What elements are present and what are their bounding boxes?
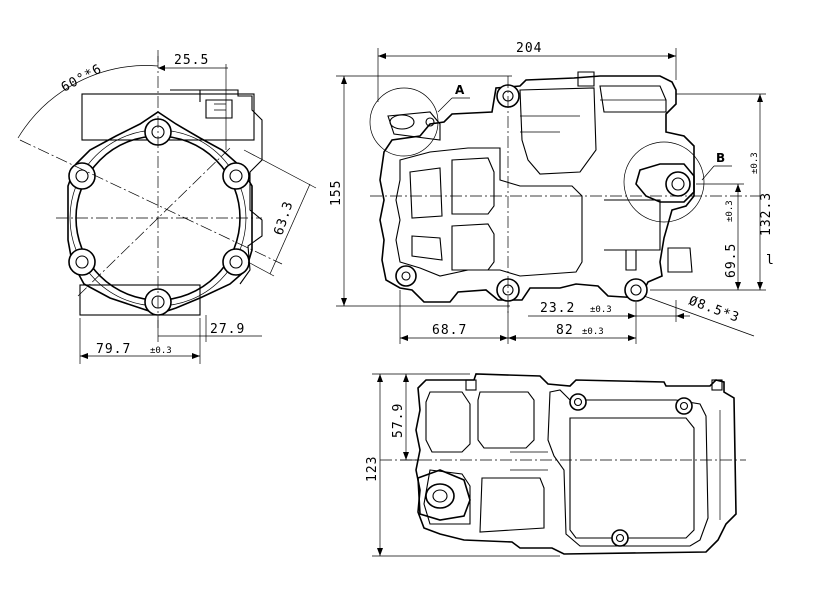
dim-hole: Ø8.5*3 xyxy=(687,294,742,326)
dim-mount-offset-tol: ±0.3 xyxy=(590,305,612,315)
callout-a: A xyxy=(455,83,465,97)
dim-diag: 63.3 xyxy=(272,199,297,237)
callout-b: B xyxy=(716,151,725,165)
dim-right-outer-tol: ±0.3 xyxy=(750,152,760,174)
dim-right-span-tol: ±0.3 xyxy=(582,327,604,337)
front-view: 60°*6 25.5 63.3 27.9 79.7 ±0.3 xyxy=(17,50,317,364)
dim-mount-offset: 23.2 xyxy=(540,301,575,316)
top-view: 123 57.9 xyxy=(365,373,746,557)
dim-right-outer: 132.3 xyxy=(759,192,774,236)
dim-offset: 27.9 xyxy=(210,322,245,337)
side-main-body xyxy=(379,75,695,303)
dim-width: 79.7 xyxy=(96,342,131,357)
dim-right-inner: 69.5 xyxy=(724,243,739,278)
edge-mark: l xyxy=(766,253,775,268)
dim-width-tol: ±0.3 xyxy=(150,346,172,356)
front-bolt-bosses xyxy=(68,118,250,316)
dim-length: 204 xyxy=(516,41,542,56)
dim-right-inner-tol: ±0.3 xyxy=(725,200,735,222)
detail-circle-b xyxy=(623,141,705,223)
dim-partial: 57.9 xyxy=(391,403,406,438)
dim-right-span: 82 xyxy=(556,323,574,338)
mount-ear-b xyxy=(635,163,695,203)
dim-top: 25.5 xyxy=(174,53,209,68)
top-mount-ear xyxy=(417,469,471,521)
dim-left-span: 68.7 xyxy=(432,323,467,338)
side-view: 204 155 xyxy=(329,41,775,344)
dim-height: 155 xyxy=(329,180,344,206)
detail-circle-a xyxy=(369,87,439,157)
dim-total: 123 xyxy=(365,456,380,482)
dim-angle: 60°*6 xyxy=(59,62,105,96)
